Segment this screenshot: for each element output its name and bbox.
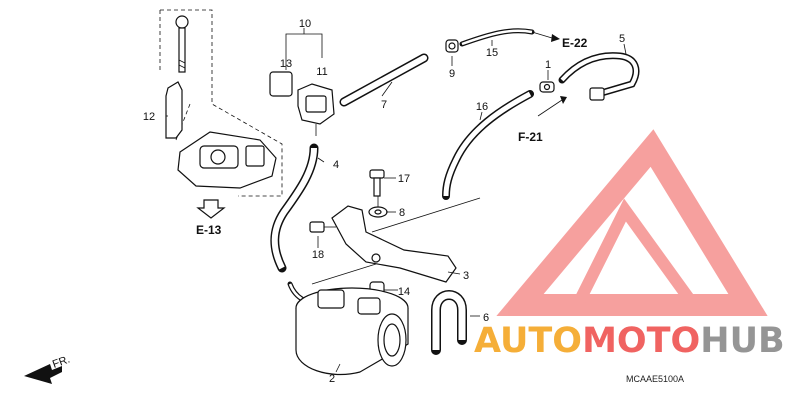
- part-label: 5: [619, 33, 625, 45]
- part-label: 10: [299, 18, 311, 30]
- part-label: 17: [398, 173, 410, 185]
- part-label: 3: [463, 270, 469, 282]
- ref-e13: E-13: [196, 223, 222, 237]
- leader-lines: [166, 28, 627, 373]
- front-label: FR.: [51, 353, 72, 370]
- ref-e22: E-22: [562, 36, 588, 50]
- part-label: 8: [399, 207, 405, 219]
- part-label: 6: [483, 312, 489, 324]
- charcoal-canister: [295, 287, 409, 376]
- hoses: [270, 28, 640, 355]
- bracket-assembly: [159, 9, 283, 219]
- ref-f21: F-21: [518, 130, 543, 144]
- watermark-text: AUTOMOTOHUB: [474, 321, 785, 361]
- front-arrow-icon: [24, 364, 62, 384]
- part-label: 15: [486, 47, 498, 59]
- part-label: 2: [329, 373, 335, 385]
- part-label: 16: [476, 101, 488, 113]
- part-label: 9: [449, 68, 455, 80]
- part-label: 11: [316, 66, 327, 78]
- part-label: 13: [280, 58, 292, 70]
- part-label: 7: [381, 99, 387, 111]
- canister-bracket: [309, 169, 457, 297]
- part-label: 12: [143, 111, 155, 123]
- part-label: 1: [545, 59, 551, 71]
- reference-arrows: [24, 31, 567, 384]
- watermark-logo: [496, 129, 768, 316]
- part-label: 18: [312, 249, 324, 261]
- diagram-code: MCAAE5100A: [626, 374, 684, 384]
- part-label: 14: [398, 286, 410, 298]
- clips: [445, 39, 555, 93]
- purge-solenoid: [269, 33, 335, 136]
- part-label: 4: [333, 159, 339, 171]
- part-labels: 10 13 11 12 7 4 17 8 18 14 3 6 2 9 15 1 …: [143, 18, 625, 385]
